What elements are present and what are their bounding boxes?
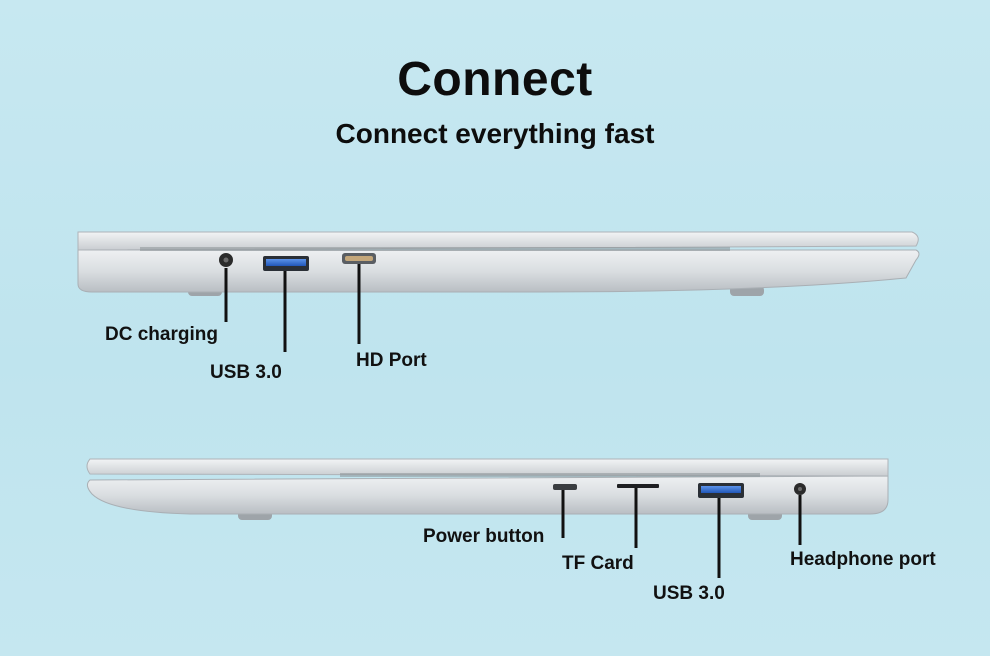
page-title: Connect xyxy=(397,53,593,106)
label-power-button: Power button xyxy=(423,526,545,547)
base-right xyxy=(86,475,889,515)
power-button-icon xyxy=(553,484,577,490)
label-hd-port: HD Port xyxy=(356,350,427,371)
label-tf-card: TF Card xyxy=(562,553,634,574)
label-usb-left: USB 3.0 xyxy=(210,362,282,383)
laptop-left-side xyxy=(77,231,920,352)
page-subtitle: Connect everything fast xyxy=(335,118,655,149)
hinge-gap-left xyxy=(140,247,730,251)
laptop-right-side xyxy=(86,458,889,578)
lid-left xyxy=(77,231,919,251)
base-left xyxy=(77,249,920,293)
tf-slot-icon xyxy=(617,484,659,488)
hinge-gap-right xyxy=(340,473,760,477)
label-usb-right: USB 3.0 xyxy=(653,583,725,604)
label-headphone-port: Headphone port xyxy=(790,549,936,570)
label-dc-charging: DC charging xyxy=(105,324,218,345)
